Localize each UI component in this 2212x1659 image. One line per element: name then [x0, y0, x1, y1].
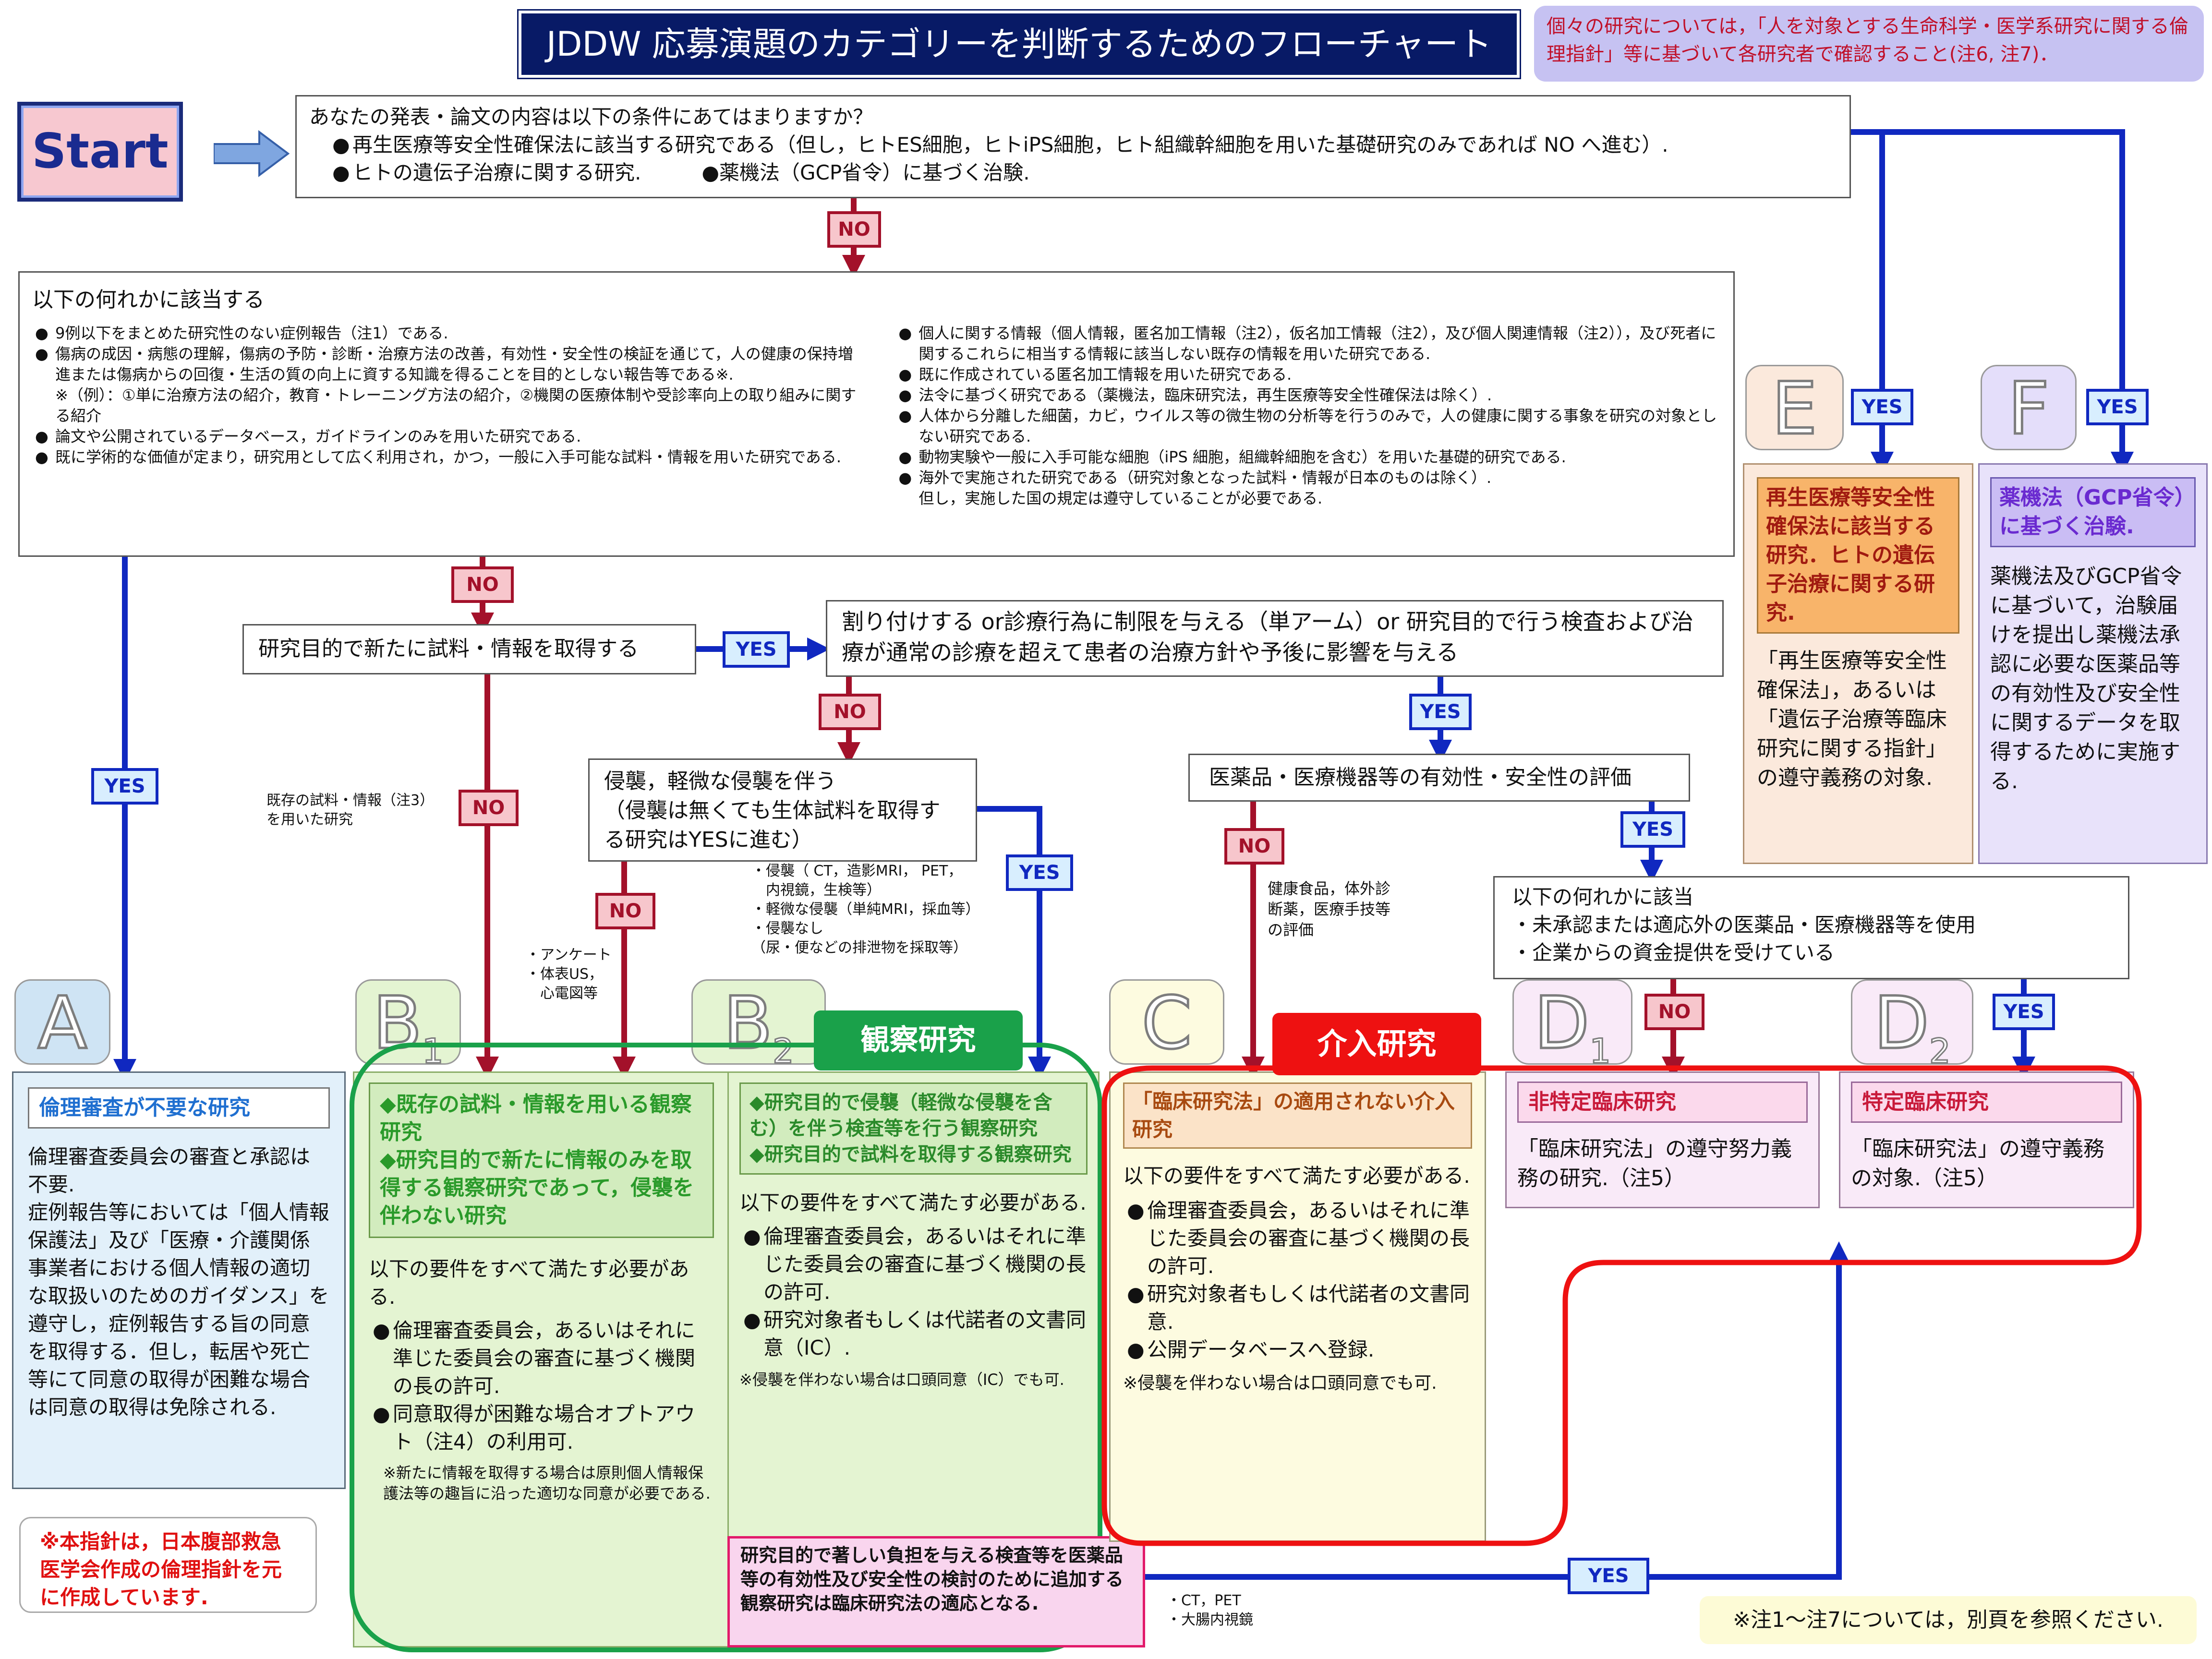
category-c-item: 公開データベースへ登録. — [1127, 1336, 1472, 1364]
category-letter-a: A — [14, 979, 110, 1067]
no-tag: NO — [1644, 994, 1704, 1030]
start-question-box: あなたの発表・論文の内容は以下の条件にあてはまりますか？ 再生医療等安全性確保法… — [295, 95, 1851, 198]
category-letter-c: C — [1109, 979, 1224, 1067]
category-b1-note: ※新たに情報を取得する場合は原則個人情報保護法等の趣旨に沿った適切な同意が必要で… — [383, 1464, 711, 1503]
category-e-body: 「再生医療等安全性確保法」，あるいは「遺伝子治療等臨床研究に関する指針」の遵守義… — [1757, 649, 1947, 790]
exclusion-item: 動物実験や一般に入手可能な細胞（iPS 細胞，組織幹細胞を含む）を用いた基礎的研… — [898, 447, 1721, 468]
start-item: ヒトの遺伝子治療に関する研究. ●薬機法（GCP省令）に基づく治験. — [332, 159, 1837, 187]
category-b1-header-line: ◆研究目的で新たに情報のみを取得する観察研究であって，侵襲を伴わない研究 — [380, 1148, 694, 1228]
category-letter-f: F — [1981, 365, 2077, 452]
category-c-item: 研究対象者もしくは代諾者の文書同意. — [1127, 1280, 1472, 1336]
category-b2-intro: 以下の要件をすべて満たす必要がある. — [739, 1191, 1087, 1214]
unapproved-item: ・未承認または適応外の医薬品・医療機器等を使用 — [1512, 913, 1976, 937]
exclusion-item: 個人に関する情報（個人情報，匿名加工情報（注2），仮名加工情報（注2），及び個人… — [898, 323, 1721, 364]
yes-tag: YES — [1851, 389, 1913, 425]
category-b2-header-line: ◆研究目的で侵襲（軽微な侵襲を含む）を伴う検査等を行う観察研究 — [749, 1092, 1052, 1140]
no-tag: NO — [1224, 828, 1284, 865]
no-tag: NO — [827, 211, 881, 248]
category-b2-header: ◆研究目的で侵襲（軽微な侵襲を含む）を伴う検査等を行う観察研究 ◆研究目的で試料… — [739, 1082, 1088, 1175]
category-d1-title: 非特定臨床研究 — [1517, 1082, 1808, 1123]
category-c-box: 「臨床研究法」の適用されない介入研究 以下の要件をすべて満たす必要がある. 倫理… — [1109, 1071, 1486, 1542]
category-b1-item: 同意取得が困難な場合オプトアウト（注4）の利用可. — [373, 1400, 714, 1456]
category-b2-item: 研究対象者もしくは代諾者の文書同意（IC）. — [743, 1306, 1088, 1362]
category-d2-box: 特定臨床研究 「臨床研究法」の遵守義務の対象.（注5） — [1839, 1071, 2134, 1208]
observational-label: 観察研究 — [814, 1010, 1023, 1070]
yes-tag: YES — [1568, 1558, 1649, 1594]
question-allocation: 割り付けする or診療行為に制限を与える（単アーム）or 研究目的で行う検査およ… — [826, 600, 1724, 677]
exclusion-item: 人体から分離した細菌，カビ，ウイルス等の微生物の分析等を行うのみで，人の健康に関… — [898, 406, 1721, 447]
exclusion-item: 傷病の成因・病態の理解，傷病の予防・診断・治療方法の改善，有効性・安全性の検証を… — [35, 344, 867, 426]
no-tag: NO — [819, 694, 881, 730]
category-c-item: 倫理審査委員会，あるいはそれに準じた委員会の審査に基づく機関の長の許可. — [1127, 1197, 1472, 1280]
category-b2-header-line: ◆研究目的で試料を取得する観察研究 — [749, 1143, 1072, 1166]
category-d2-title: 特定臨床研究 — [1851, 1082, 2122, 1123]
footer-source-note: ※本指針は，日本腹部救急医学会作成の倫理指針を元に作成しています. — [19, 1517, 317, 1613]
yes-tag: YES — [91, 768, 158, 805]
yes-tag: YES — [1620, 811, 1685, 848]
category-e-box: 再生医療等安全性確保法に該当する研究．ヒトの遺伝子治療に関する研究. 「再生医療… — [1743, 463, 1973, 864]
category-letter-d1: D1 — [1512, 979, 1632, 1072]
start-box: Start — [17, 102, 183, 202]
exclusion-item: 海外で実施された研究である（研究対象となった試料・情報が日本のものは除く）. 但… — [898, 468, 1721, 509]
exclusion-item: 既に学術的な価値が定まり，研究用として広く利用され，かつ，一般に入手可能な試料・… — [35, 447, 867, 468]
question-new-info: 研究目的で新たに試料・情報を取得する — [242, 624, 696, 674]
category-d2-body: 「臨床研究法」の遵守義務の対象.（注5） — [1851, 1137, 2104, 1190]
footer-notes-ref: ※注1～注7については，別頁を参照ください. — [1700, 1596, 2197, 1644]
question-unapproved: 以下の何れかに該当 ・未承認または適応外の医薬品・医療機器等を使用 ・企業からの… — [1493, 876, 2129, 979]
exclusion-item: 既に作成されている匿名加工情報を用いた研究である. — [898, 364, 1721, 385]
exclusion-title: 以下の何れかに該当する — [32, 288, 265, 312]
category-letter-d2: D2 — [1851, 979, 1973, 1072]
yes-tag: YES — [723, 631, 790, 668]
exclusion-box: 以下の何れかに該当する 9例以下をまとめた研究性のない症例報告（注1）である. … — [18, 271, 1735, 557]
category-c-intro: 以下の要件をすべて満たす必要がある. — [1123, 1164, 1470, 1188]
category-letter-e: E — [1745, 365, 1844, 452]
category-b1-item: 倫理審査委員会，あるいはそれに準じた委員会の審査に基づく機関の長の許可. — [373, 1317, 714, 1400]
no-tag: NO — [595, 893, 655, 929]
category-b1-intro: 以下の要件をすべて満たす必要がある. — [369, 1257, 689, 1309]
yes-tag: YES — [1409, 694, 1472, 730]
category-a-title: 倫理審査が不要な研究 — [28, 1087, 330, 1129]
no-tag: NO — [451, 566, 514, 603]
category-e-title: 再生医療等安全性確保法に該当する研究．ヒトの遺伝子治療に関する研究. — [1757, 477, 1959, 634]
category-b1-header: ◆既存の試料・情報を用いる観察研究 ◆研究目的で新たに情報のみを取得する観察研究… — [369, 1082, 714, 1238]
note-invasive-exams: ・侵襲（ CT，造影MRI， PET， 内視鏡，生検等） ・軽微な侵襲（単純MR… — [751, 863, 980, 956]
category-b1-box: ◆既存の試料・情報を用いる観察研究 ◆研究目的で新たに情報のみを取得する観察研究… — [353, 1071, 730, 1647]
page-title: JDDW 応募演題のカテゴリーを判断するためのフローチャート — [517, 9, 1521, 79]
interventional-label: 介入研究 — [1272, 1013, 1481, 1075]
question-invasion: 侵襲，軽微な侵襲を伴う （侵襲は無くても生体試料を取得する研究はYESに進む） — [588, 758, 977, 862]
category-f-box: 薬機法（GCP省令）に基づく治験. 薬機法及びGCP省令に基づいて，治験届けを提… — [1978, 463, 2208, 864]
note-ct-pet: ・CT，PET ・大腸内視鏡 — [1167, 1592, 1253, 1628]
category-f-title: 薬機法（GCP省令）に基づく治験. — [1990, 477, 2196, 547]
category-d1-box: 非特定臨床研究 「臨床研究法」の遵守努力義務の研究.（注5） — [1505, 1071, 1820, 1208]
start-item: 再生医療等安全性確保法に該当する研究である（但し，ヒトES細胞，ヒトiPS細胞，… — [332, 131, 1837, 159]
yes-tag: YES — [2086, 389, 2149, 425]
question-efficacy: 医薬品・医療機器等の有効性・安全性の評価 — [1188, 754, 1690, 802]
category-a-body: 倫理審査委員会の審査と承認は不要. 症例報告等においては「個人情報保護法」及び「… — [28, 1145, 329, 1419]
note-existing-data: 既存の試料・情報（注3） を用いた研究 — [266, 792, 435, 828]
category-a-box: 倫理審査が不要な研究 倫理審査委員会の審査と承認は不要. 症例報告等においては「… — [12, 1071, 346, 1489]
category-d1-body: 「臨床研究法」の遵守努力義務の研究.（注5） — [1517, 1137, 1792, 1190]
yes-tag: YES — [1006, 854, 1073, 891]
no-tag: NO — [459, 790, 519, 826]
category-f-body: 薬機法及びGCP省令に基づいて，治験届けを提出し薬機法承認に必要な医薬品等の有効… — [1990, 564, 2182, 793]
special-clinical-note: 研究目的で著しい負担を与える検査等を医薬品等の有効性及び安全性の検討のために追加… — [727, 1536, 1145, 1647]
category-b2-note: ※侵襲を伴わない場合は口頭同意（IC）でも可. — [739, 1370, 1064, 1389]
exclusion-item: 9例以下をまとめた研究性のない症例報告（注1）である. — [35, 323, 867, 344]
unapproved-title: 以下の何れかに該当 — [1512, 885, 1694, 909]
yes-tag: YES — [1993, 994, 2055, 1030]
unapproved-item: ・企業からの資金提供を受けている — [1512, 941, 1835, 964]
header-ethics-note: 個々の研究については，「人を対象とする生命科学・医学系研究に関する倫理指針」等に… — [1534, 6, 2204, 82]
category-b2-item: 倫理審査委員会，あるいはそれに準じた委員会の審査に基づく機関の長の許可. — [743, 1223, 1088, 1306]
category-c-title: 「臨床研究法」の適用されない介入研究 — [1123, 1082, 1472, 1149]
exclusion-item: 法令に基づく研究である（薬機法，臨床研究法，再生医療等安全性確保法は除く）. — [898, 385, 1721, 406]
note-health-food: 健康食品，体外診 断薬，医療手技等 の評価 — [1268, 879, 1391, 939]
start-question: あなたの発表・論文の内容は以下の条件にあてはまりますか？ — [309, 105, 873, 129]
observational-group-frame — [350, 1043, 1102, 1652]
note-survey: ・アンケート ・体表US， 心電図等 — [526, 947, 612, 1002]
start-arrow-icon — [214, 130, 290, 177]
category-letter-b2: B2 — [691, 979, 826, 1072]
category-c-note: ※侵襲を伴わない場合は口頭同意でも可. — [1123, 1373, 1437, 1393]
exclusion-item: 論文や公開されているデータベース，ガイドラインのみを用いた研究である. — [35, 426, 867, 447]
